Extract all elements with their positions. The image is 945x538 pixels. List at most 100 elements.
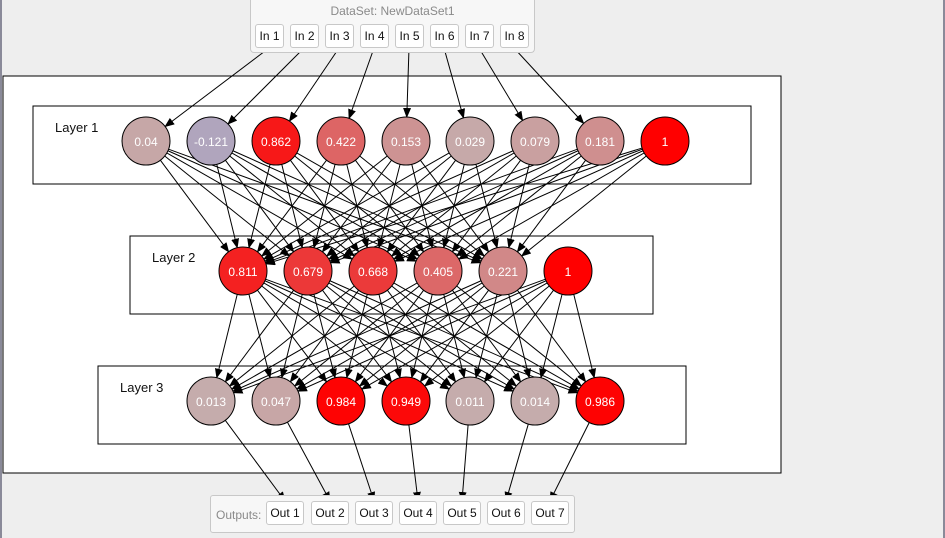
neuron-value: 0.811 [228,265,257,279]
edge-input-5 [403,47,412,119]
neuron-value: 0.181 [585,135,615,149]
output-button-4[interactable]: Out 4 [399,501,437,525]
dataset-title: DataSet: NewDataSet1 [330,4,455,18]
layer-1-label: Layer 1 [55,120,98,135]
neuron-value: 0.029 [455,135,485,149]
output-button-5[interactable]: Out 5 [443,501,481,525]
edge-l1-3-l2-1 [247,164,271,249]
edge-output-1 [224,419,286,502]
neuron-node[interactable]: 0.668 [348,246,398,296]
edge-output-2 [286,421,331,502]
output-button-6[interactable]: Out 6 [487,501,525,525]
edge-l1-2-l2-1 [216,164,239,249]
edge-l2-6-l3-1 [232,278,546,394]
input-button-7[interactable]: In 7 [465,24,494,48]
neuron-node[interactable]: 0.011 [445,376,495,426]
neuron-circle [251,116,301,166]
neuron-node[interactable]: 0.153 [381,116,431,166]
neuron-circle [640,116,690,166]
edge-l2-1-l3-1 [215,294,238,379]
neuron-node[interactable]: 0.029 [445,116,495,166]
neuron-circle [348,246,398,296]
edge-l2-6-l3-5 [483,289,554,383]
neuron-circle [218,246,268,296]
neuron-node[interactable]: 0.679 [283,246,333,296]
neuron-node[interactable]: 0.013 [186,376,236,426]
neuron-value: 0.04 [134,135,158,149]
output-button-1[interactable]: Out 1 [266,501,304,525]
input-button-5[interactable]: In 5 [395,24,424,48]
neuron-node[interactable]: 0.811 [218,246,268,296]
layer-3-label: Layer 3 [120,380,163,395]
neuron-node[interactable]: 0.949 [381,376,431,426]
edge-l2-3-l3-1 [228,285,355,387]
bias-node[interactable]: 1 [543,246,593,296]
edge-input-3 [288,47,340,122]
input-button-8[interactable]: In 8 [500,24,529,48]
edge-l2-6-l3-4 [423,285,550,387]
input-button-3[interactable]: In 3 [325,24,354,48]
edge-l2-5-l3-1 [232,280,482,392]
neuron-value: 0.679 [293,265,323,279]
neuron-value: 0.862 [261,135,291,149]
edge-l2-6-l3-6 [539,294,563,379]
neuron-value: 0.984 [326,395,356,409]
neuron-node[interactable]: 0.047 [251,376,301,426]
output-button-2[interactable]: Out 2 [311,501,349,525]
neuron-value: 0.221 [488,265,518,279]
neuron-node[interactable]: 0.422 [316,116,366,166]
neuron-circle [186,376,236,426]
input-button-1[interactable]: In 1 [255,24,284,48]
neuron-node[interactable]: 0.181 [575,116,625,166]
neuron-circle [316,116,366,166]
neuron-node[interactable]: 0.014 [510,376,560,426]
neuron-circle [186,116,236,166]
neuron-circle [283,246,333,296]
neuron-node[interactable]: -0.121 [186,116,236,166]
edge-l1-8-l2-1 [264,148,578,264]
neuron-node[interactable]: 0.986 [575,376,625,426]
bias-node[interactable]: 1 [640,116,690,166]
neuron-node[interactable]: 0.04 [121,116,171,166]
edge-l1-9-l2-4 [457,152,645,260]
input-button-4[interactable]: In 4 [360,24,389,48]
neuron-node[interactable]: 0.079 [510,116,560,166]
neuron-circle [381,116,431,166]
edge-l2-6-l3-2 [297,280,547,392]
edge-l1-9-l2-1 [264,147,643,266]
layer-1-box [32,105,752,185]
edge-l1-9-l2-2 [329,148,643,264]
input-button-2[interactable]: In 2 [290,24,319,48]
edge-input-1 [164,47,270,128]
edge-output-6 [504,423,529,502]
edge-input-4 [348,47,375,120]
edge-l1-6-l2-1 [262,152,450,260]
edge-l2-6-l3-7 [573,294,596,379]
window-left-border [0,0,2,538]
edge-input-2 [227,47,305,125]
edge-l1-9-l2-3 [394,150,644,262]
neuron-node[interactable]: 0.221 [478,246,528,296]
edge-input-8 [513,47,585,125]
neuron-circle [381,376,431,426]
window-right-border [943,0,945,538]
neuron-value: 1 [662,135,669,149]
output-button-3[interactable]: Out 3 [355,501,393,525]
edge-l2-2-l3-1 [224,289,295,383]
edge-input-6 [443,47,465,119]
neuron-node[interactable]: 0.984 [316,376,366,426]
neuron-node[interactable]: 0.405 [413,246,463,296]
outputs-label: Outputs: [216,508,262,522]
edge-l2-4-l3-1 [230,282,418,390]
neuron-node[interactable]: 0.862 [251,116,301,166]
neuron-circle [445,116,495,166]
input-button-6[interactable]: In 6 [430,24,459,48]
neuron-circle [510,116,560,166]
neuron-value: -0.121 [194,135,228,149]
edge-output-4 [408,424,421,502]
neuron-value: 1 [565,265,572,279]
neuron-circle [121,116,171,166]
neuron-value: 0.014 [520,395,550,409]
neuron-value: 0.668 [358,265,388,279]
output-button-7[interactable]: Out 7 [531,501,569,525]
